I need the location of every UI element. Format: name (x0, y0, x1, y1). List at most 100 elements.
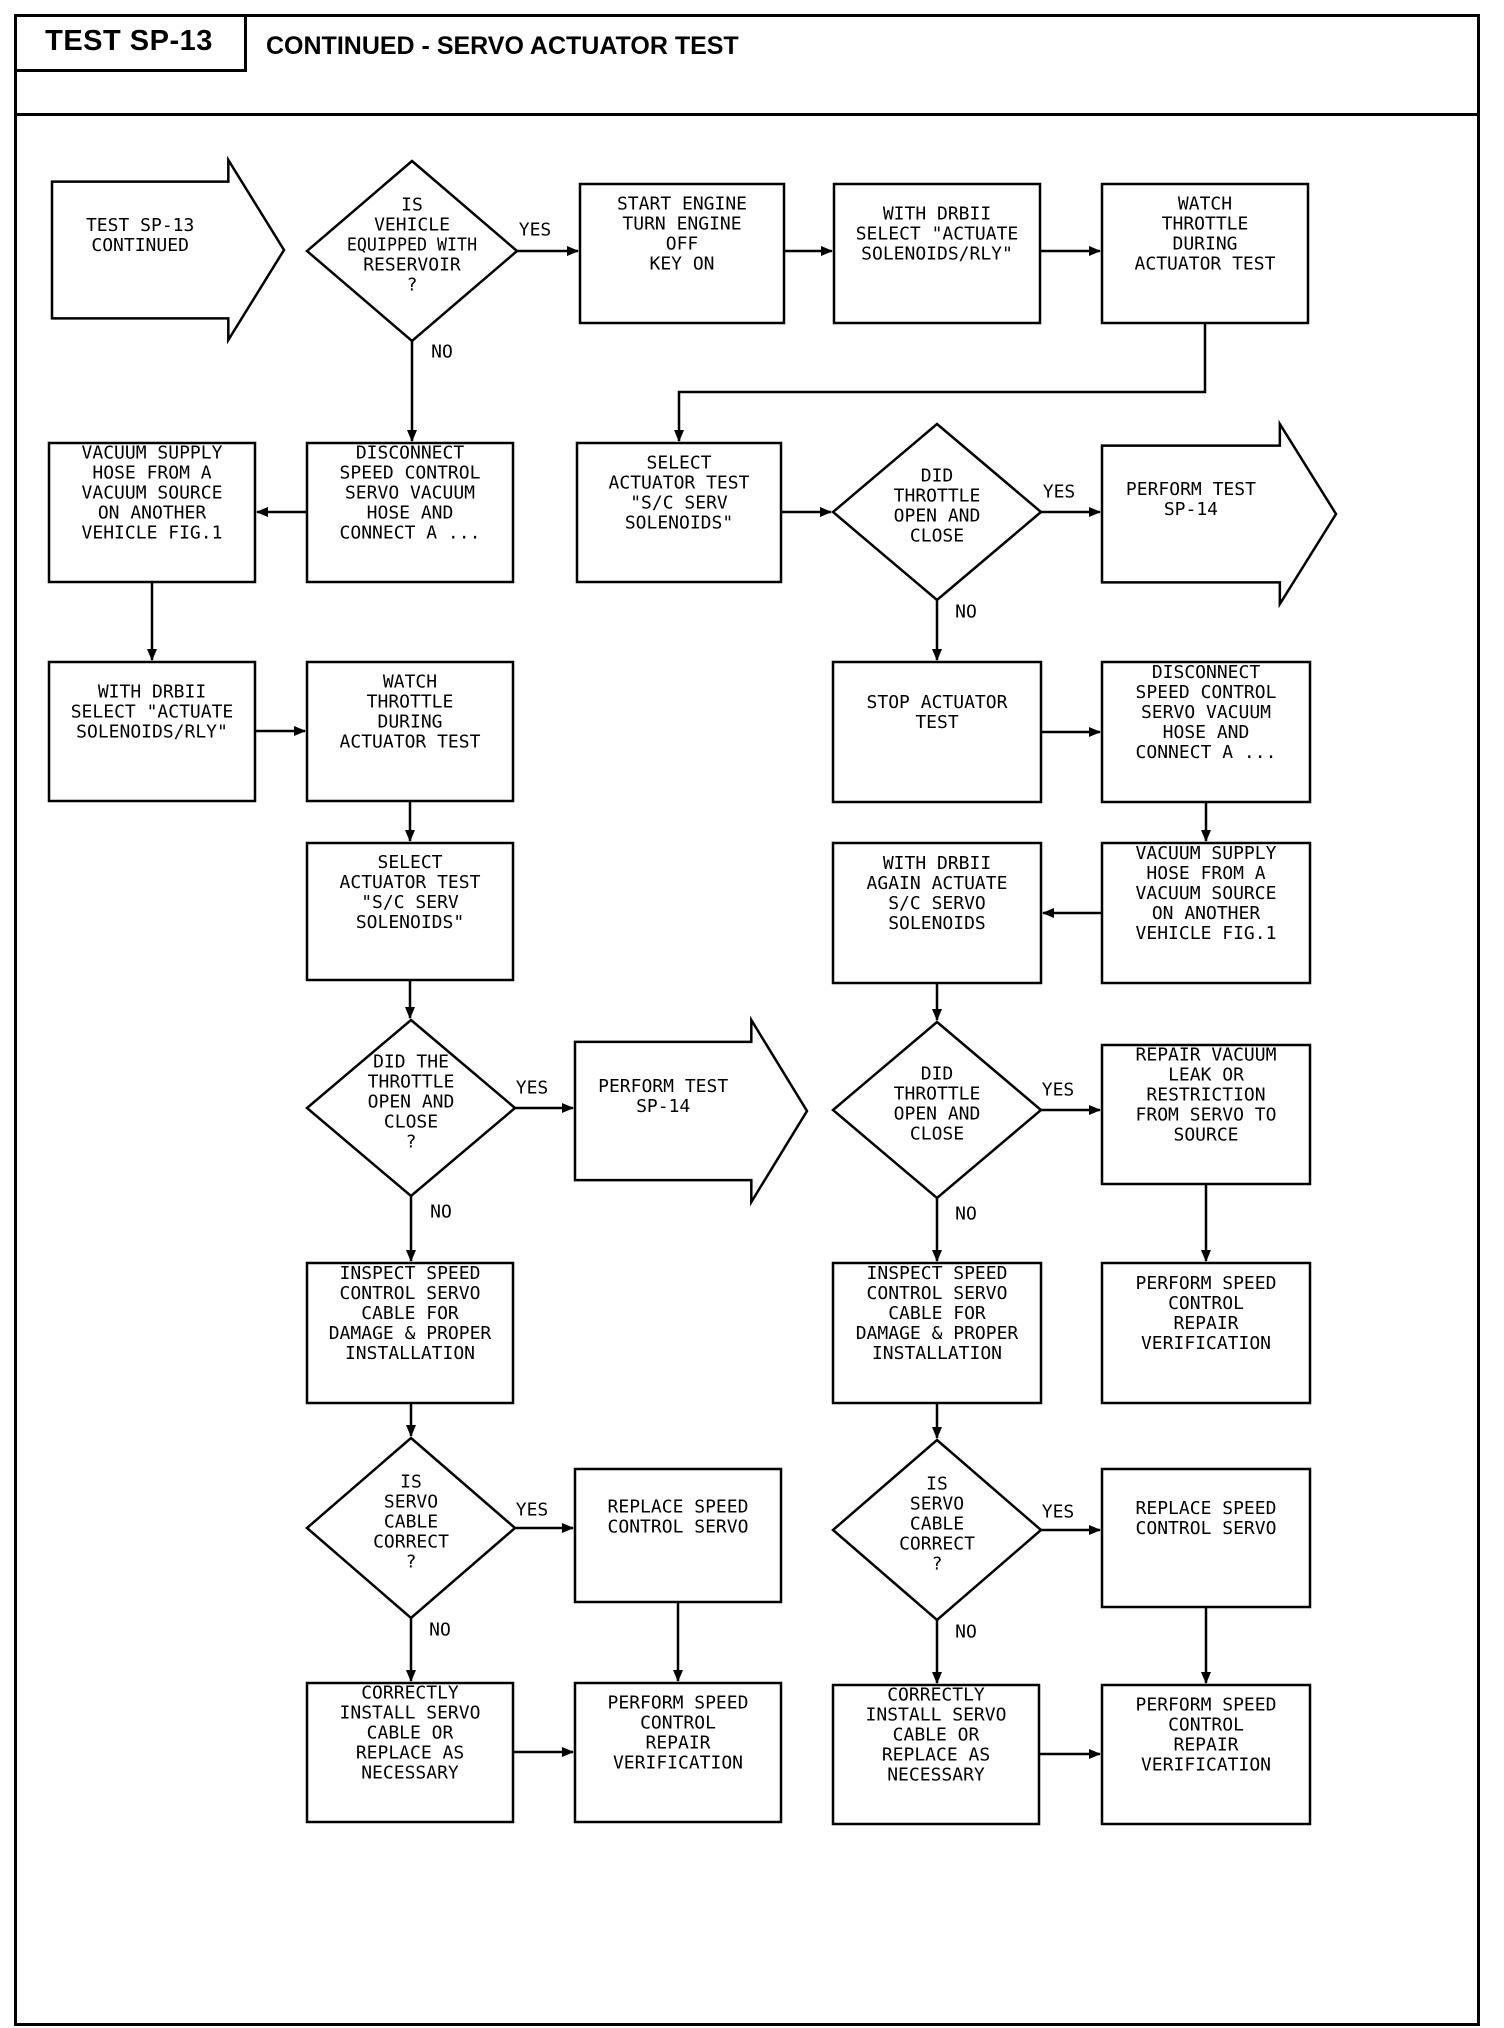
d-did-left-line-1: DID THE (373, 1052, 449, 1073)
inspect-left-line-1: INSPECT SPEED (340, 1263, 481, 1284)
disconnect-left-box (305, 441, 515, 584)
inspect-right-line-5: INSTALLATION (872, 1343, 1002, 1364)
d-did-right-line-4: CLOSE (910, 526, 964, 547)
inspect-right-line-4: DAMAGE & PROPER (856, 1323, 1019, 1344)
d-reservoir-line-3: EQUIPPED WITH (347, 235, 477, 256)
disconnect-right-box (1100, 660, 1312, 804)
replace-right-line-2: CONTROL SERVO (1136, 1518, 1277, 1539)
d-did-right2-line-2: THROTTLE (894, 1084, 981, 1105)
inspect-left-line-4: DAMAGE & PROPER (329, 1323, 492, 1344)
install-right-line-2: INSTALL SERVO (866, 1705, 1007, 1726)
d-servo-left-line-4: CORRECT (373, 1532, 449, 1553)
d-servo-right-line-3: CABLE (910, 1514, 964, 1535)
reservoir-yes-label: YES (519, 220, 552, 241)
perform-sp14-mid-line-1: PERFORM TEST (598, 1076, 728, 1097)
again-actuate-box (831, 841, 1043, 985)
start-line-1: TEST SP-13 (86, 215, 194, 236)
select-left-box (305, 841, 515, 982)
install-left-line-1: CORRECTLY (361, 1683, 459, 1704)
install-left-line-4: REPLACE AS (356, 1743, 464, 1764)
again-actuate-line-1: WITH DRBII (883, 853, 991, 874)
inspect-right-line-2: CONTROL SERVO (867, 1283, 1008, 1304)
d-did-right2-line-3: OPEN AND (894, 1104, 981, 1125)
select-right-line-3: "S/C SERV (630, 493, 728, 514)
watch-top-line-3: DURING (1172, 234, 1237, 255)
did-left-no-label: NO (430, 1202, 452, 1223)
perform-sp14-top-arrow-shape (1100, 419, 1338, 609)
start-engine-line-1: START ENGINE (617, 194, 747, 215)
install-right-line-5: NECESSARY (887, 1765, 985, 1786)
select-left-line-4: SOLENOIDS" (356, 912, 464, 933)
replace-left-box (573, 1467, 783, 1604)
install-right-line-1: CORRECTLY (887, 1685, 985, 1706)
install-right-line-4: REPLACE AS (882, 1745, 990, 1766)
disconnect-right-line-2: SPEED CONTROL (1136, 682, 1277, 703)
connectors (147, 246, 1211, 1759)
again-actuate-line-4: SOLENOIDS (888, 913, 986, 934)
d-did-left-line-4: CLOSE (384, 1112, 438, 1133)
servo-right-yes-label: YES (1042, 1502, 1075, 1523)
d-servo-right-line-5: ? (932, 1554, 943, 1575)
replace-left-line-1: REPLACE SPEED (608, 1496, 749, 1517)
did-right-no-label: NO (955, 602, 977, 623)
stop-actuator-box (831, 660, 1043, 804)
again-actuate-line-2: AGAIN ACTUATE (867, 873, 1008, 894)
start-line-2: CONTINUED (91, 235, 189, 256)
select-left-line-1: SELECT (377, 852, 442, 873)
start-engine-box (578, 182, 786, 325)
watch-top-line-1: WATCH (1178, 194, 1232, 215)
perform-verify-2-box (573, 1681, 783, 1824)
disconnect-left-line-5: CONNECT A ... (340, 523, 481, 544)
d-did-left-diamond (305, 1018, 517, 1198)
select-left-line-3: "S/C SERV (361, 892, 459, 913)
inspect-right-box (831, 1261, 1043, 1405)
inspect-left-line-3: CABLE FOR (361, 1303, 459, 1324)
d-did-right2-line-1: DID (921, 1064, 954, 1085)
servo-right-no-label: NO (955, 1622, 977, 1643)
vacuum-right-line-4: ON ANOTHER (1152, 903, 1261, 924)
perform-verify-2-line-2: CONTROL (640, 1713, 716, 1734)
d-did-left-line-5: ? (406, 1132, 417, 1153)
watch-top-box (1100, 182, 1310, 325)
perform-sp14-top-line-2: SP-14 (1164, 499, 1218, 520)
inspect-left-line-5: INSTALLATION (345, 1343, 475, 1364)
disconnect-right-line-4: HOSE AND (1163, 722, 1250, 743)
start-arrow-shape (50, 155, 286, 345)
watch-top-line-4: ACTUATOR TEST (1135, 254, 1276, 275)
repair-vacuum-line-4: FROM SERVO TO (1136, 1105, 1277, 1126)
drbii-select-top-line-3: SOLENOIDS/RLY" (861, 244, 1013, 265)
perform-verify-2-line-4: VERIFICATION (613, 1753, 743, 1774)
d-servo-right-line-1: IS (926, 1474, 948, 1495)
disconnect-left-line-4: HOSE AND (367, 503, 454, 524)
page-frame (14, 14, 1480, 2026)
connector-watch-to-select (674, 323, 1207, 442)
perform-verify-2-line-1: PERFORM SPEED (608, 1693, 749, 1714)
repair-vacuum-line-5: SOURCE (1173, 1125, 1238, 1146)
vacuum-left-line-5: VEHICLE FIG.1 (82, 523, 223, 544)
perform-verify-3-line-3: REPAIR (1173, 1735, 1238, 1756)
d-did-right-line-1: DID (921, 466, 954, 487)
watch-top-line-2: THROTTLE (1162, 214, 1249, 235)
install-left-box (305, 1681, 515, 1824)
start-engine-line-2: TURN ENGINE (622, 214, 741, 235)
d-reservoir-line-2: VEHICLE (374, 215, 450, 236)
inspect-right-line-1: INSPECT SPEED (867, 1263, 1008, 1284)
stop-actuator-line-2: TEST (915, 712, 959, 733)
inspect-right-line-3: CABLE FOR (888, 1303, 986, 1324)
vacuum-left-line-3: VACUUM SOURCE (82, 483, 223, 504)
perform-verify-1-line-3: REPAIR (1173, 1313, 1238, 1334)
install-left-line-3: CABLE OR (367, 1723, 454, 1744)
d-reservoir-line-5: ? (407, 275, 418, 296)
d-did-right-line-3: OPEN AND (894, 506, 981, 527)
did-left-yes-label: YES (516, 1078, 549, 1099)
d-servo-right-line-4: CORRECT (899, 1534, 975, 1555)
d-servo-right-diamond (831, 1438, 1043, 1622)
perform-verify-3-box (1100, 1683, 1312, 1826)
d-did-right-line-2: THROTTLE (894, 486, 981, 507)
select-right-line-4: SOLENOIDS" (625, 513, 733, 534)
start-engine-line-4: KEY ON (649, 254, 714, 275)
watch-left-box (305, 660, 515, 803)
select-right-line-2: ACTUATOR TEST (609, 473, 750, 494)
